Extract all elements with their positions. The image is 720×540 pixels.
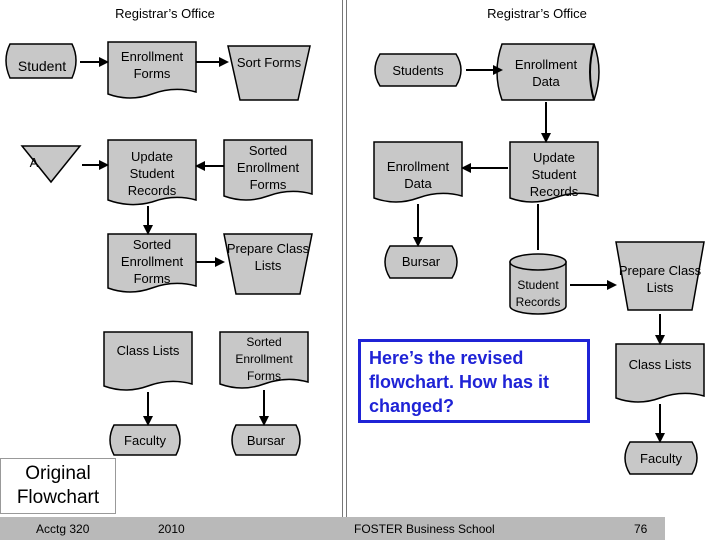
class-lists-label: Class Lists bbox=[116, 343, 180, 358]
enrollment-forms-label: Enrollment Forms bbox=[120, 49, 184, 81]
sort-forms-manual-shape bbox=[227, 45, 311, 101]
bursar-terminal-shape bbox=[231, 424, 301, 456]
footer-year: 2010 bbox=[158, 522, 185, 536]
enrollment-data-disk-label: Enrollment Data bbox=[514, 57, 578, 89]
enrollment-data-doc-shape bbox=[373, 141, 463, 203]
left-header: Registrar’s Office bbox=[115, 6, 215, 21]
class-lists-doc-shape bbox=[103, 331, 193, 391]
students-terminal-shape bbox=[5, 43, 77, 79]
bursar-label-right: Bursar bbox=[401, 254, 441, 269]
revised-callout: Here’s the revised flowchart. How has it… bbox=[358, 339, 590, 423]
connector-a-label: A bbox=[29, 155, 39, 170]
faculty-label: Faculty bbox=[124, 433, 166, 448]
update-records-label: Update Student Records bbox=[127, 149, 177, 198]
right-header: Registrar’s Office bbox=[487, 6, 587, 21]
panel-divider bbox=[342, 0, 343, 530]
student-records-label: Student Records bbox=[515, 278, 561, 309]
class-lists-doc-shape-right bbox=[615, 343, 705, 403]
student-records-disk-shape bbox=[509, 261, 567, 315]
sorted-forms-2-shape bbox=[107, 233, 197, 293]
class-lists-label-right: Class Lists bbox=[628, 357, 692, 372]
footer-course: Acctg 320 bbox=[36, 522, 90, 536]
update-records-shape bbox=[107, 139, 197, 206]
original-flowchart-label: Original Flowchart bbox=[0, 458, 116, 514]
enrollment-forms-doc-shape bbox=[107, 41, 197, 99]
connector-a-shape bbox=[20, 145, 82, 184]
sorted-forms-3-shape bbox=[219, 331, 309, 389]
students-label: Student bbox=[17, 58, 67, 74]
faculty-label-right: Faculty bbox=[640, 451, 682, 466]
prepare-lists-manual-shape bbox=[223, 233, 313, 295]
faculty-terminal-shape-right bbox=[624, 441, 698, 475]
sorted-forms-2-label: Sorted Enrollment Forms bbox=[120, 237, 184, 286]
footer-page: 76 bbox=[634, 522, 648, 536]
sorted-forms-1-label: Sorted Enrollment Forms bbox=[236, 143, 300, 192]
bursar-label: Bursar bbox=[246, 433, 286, 448]
prepare-lists-label: Prepare Class Lists bbox=[226, 241, 310, 273]
bursar-terminal-shape-right bbox=[384, 245, 458, 279]
panel-divider-2 bbox=[346, 0, 347, 530]
update-records-label-right: Update Student Records bbox=[529, 150, 579, 199]
enrollment-data-doc-label: Enrollment Data bbox=[386, 159, 450, 191]
students-terminal-shape-right bbox=[374, 53, 462, 87]
prepare-lists-manual-shape-right bbox=[615, 241, 705, 311]
sorted-forms-1-shape bbox=[223, 139, 313, 201]
faculty-terminal-shape bbox=[109, 424, 181, 456]
update-records-doc-shape-right bbox=[509, 141, 599, 203]
footer-bar bbox=[0, 517, 665, 540]
footer-school: FOSTER Business School bbox=[354, 522, 495, 536]
student-records-disk-top bbox=[509, 253, 567, 271]
sort-forms-label: Sort Forms bbox=[236, 55, 302, 70]
prepare-lists-label-right: Prepare Class Lists bbox=[618, 263, 702, 295]
sorted-forms-3-label: Sorted Enrollment Forms bbox=[235, 335, 293, 383]
students-label-right: Students bbox=[392, 63, 444, 78]
